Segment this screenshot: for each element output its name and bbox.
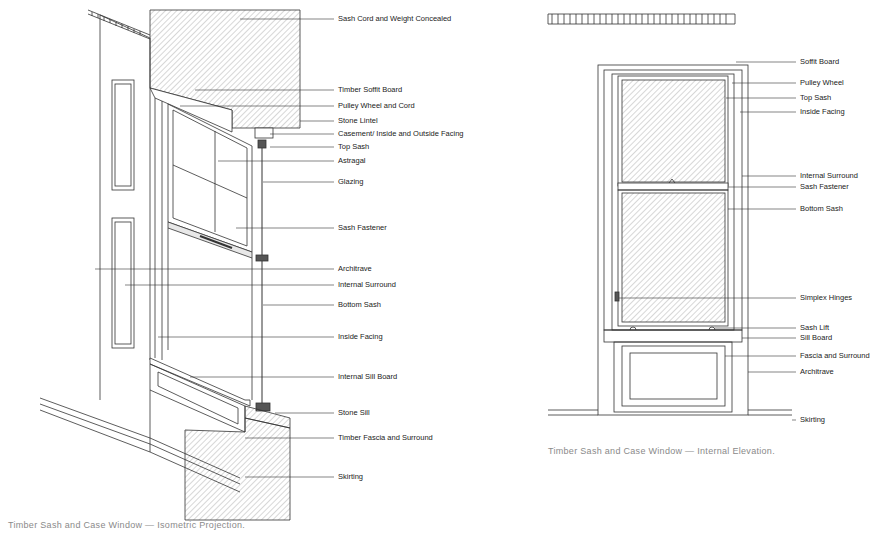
part-label: Timber Fascia and Surround: [338, 433, 433, 443]
part-label: Pulley Wheel and Cord: [338, 101, 415, 111]
part-label: Inside Facing: [338, 332, 383, 342]
part-label: Architrave: [338, 264, 372, 274]
part-label: Fascia and Surround: [800, 351, 870, 361]
part-label: Internal Surround: [800, 171, 858, 181]
part-label: Sash Lift: [800, 323, 829, 333]
part-label: Sash Cord and Weight Concealed: [338, 14, 451, 24]
part-label: Sill Board: [800, 333, 832, 343]
part-label: Top Sash: [800, 93, 831, 103]
part-label: Glazing: [338, 177, 363, 187]
part-label: Timber Soffit Board: [338, 85, 402, 95]
part-label: Internal Sill Board: [338, 372, 397, 382]
part-label: Architrave: [800, 367, 834, 377]
elevation-view: [548, 14, 796, 420]
part-label: Pulley Wheel: [800, 78, 844, 88]
part-label: Stone Sill: [338, 408, 370, 418]
part-label: Simplex Hinges: [800, 293, 852, 303]
caption: Timber Sash and Case Window — Internal E…: [548, 446, 775, 456]
isometric-view: [40, 10, 334, 520]
part-label: Astragal: [338, 156, 366, 166]
part-label: Stone Lintel: [338, 116, 378, 126]
part-label: Sash Fastener: [800, 182, 849, 192]
part-label: Inside Facing: [800, 107, 845, 117]
part-label: Casement/ Inside and Outside Facing: [338, 129, 464, 139]
part-label: Bottom Sash: [338, 300, 381, 310]
part-label: Skirting: [338, 472, 363, 482]
part-label: Sash Fastener: [338, 223, 387, 233]
part-label: Internal Surround: [338, 280, 396, 290]
part-label: Bottom Sash: [800, 204, 843, 214]
part-label: Soffit Board: [800, 57, 839, 67]
part-label: Skirting: [800, 415, 825, 425]
part-label: Top Sash: [338, 142, 369, 152]
caption: Timber Sash and Case Window — Isometric …: [8, 520, 245, 530]
